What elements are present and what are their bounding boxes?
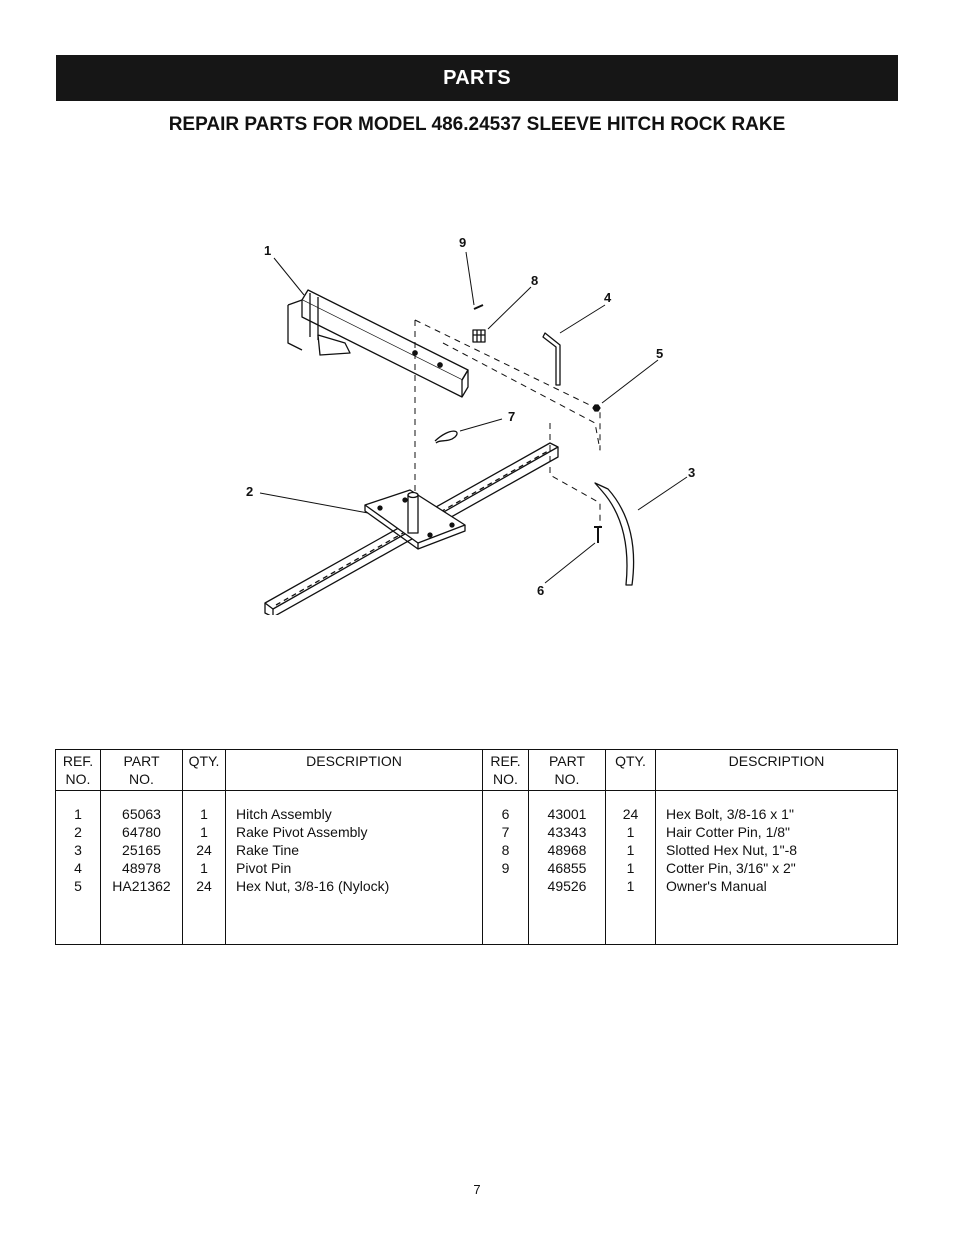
slotted-hex-nut-drawing: [472, 329, 486, 343]
page-subtitle: REPAIR PARTS FOR MODEL 486.24537 SLEEVE …: [168, 114, 786, 135]
part-cell: 43001: [547, 806, 587, 822]
ref-cell: 6: [501, 806, 510, 822]
qty-cell: 1: [200, 860, 208, 876]
part-cell: 46855: [547, 860, 587, 876]
section-header: PARTS: [56, 55, 898, 101]
qty-cell: 1: [626, 878, 635, 894]
desc-cell: Hitch Assembly: [236, 806, 332, 822]
rake-pivot-assembly-drawing: [264, 442, 559, 615]
desc-cell: Hex Bolt, 3/8-16 x 1": [666, 806, 794, 822]
pivot-pin-drawing: [542, 332, 561, 386]
rake-tine-drawing: [594, 482, 635, 586]
qty-cell: 24: [196, 842, 212, 858]
assembly-guide-lines: [414, 319, 601, 527]
desc-cell: Hex Nut, 3/8-16 (Nylock): [236, 878, 390, 894]
section-title: PARTS: [443, 66, 511, 89]
qty-cell: 1: [200, 824, 208, 840]
part-cell: 65063: [122, 806, 161, 822]
ref-cell: 3: [74, 842, 82, 858]
ref-column-right: REF.NO. 6 7 8 9: [483, 750, 529, 944]
callout-4: 4: [604, 290, 612, 305]
qty-cell: 1: [626, 824, 635, 840]
qty-header: QTY.: [606, 750, 655, 791]
ref-cell: 4: [74, 860, 82, 876]
qty-cell: 1: [200, 806, 208, 822]
desc-cell: Hair Cotter Pin, 1/8": [666, 824, 791, 840]
desc-cell: Pivot Pin: [236, 860, 292, 876]
callout-leaders: [259, 251, 688, 584]
ref-cell: 8: [501, 842, 510, 858]
qty-cell: 24: [622, 806, 639, 822]
hitch-assembly-drawing: [287, 289, 469, 398]
desc-cell: Cotter Pin, 3/16" x 2": [666, 860, 796, 876]
part-cell: 43343: [547, 824, 587, 840]
ref-cell: 5: [74, 878, 82, 894]
callout-6: 6: [537, 583, 544, 598]
desc-column-right: DESCRIPTION Hex Bolt, 3/8-16 x 1" Hair C…: [656, 750, 897, 944]
qty-cell: 24: [196, 878, 212, 894]
desc-cell: Slotted Hex Nut, 1"-8: [666, 842, 798, 858]
callout-8: 8: [531, 273, 538, 288]
ref-cell: 2: [74, 824, 82, 840]
desc-cell: Rake Tine: [236, 842, 300, 858]
hair-cotter-pin-drawing: [434, 430, 458, 444]
exploded-parts-diagram: 1 2 3 4 5 6 7 8 9: [246, 235, 695, 615]
qty-cell: 1: [626, 842, 635, 858]
ref-cell: 9: [501, 860, 510, 876]
callout-7: 7: [508, 409, 515, 424]
desc-header: DESCRIPTION: [656, 750, 897, 791]
qty-cell: 1: [626, 860, 635, 876]
desc-column-left: DESCRIPTION Hitch Assembly Rake Pivot As…: [226, 750, 483, 944]
desc-cell: Owner's Manual: [666, 878, 767, 894]
qty-column-right: QTY. 24 1 1 1 1: [606, 750, 656, 944]
cotter-pin-drawing: [473, 304, 484, 310]
qty-header: QTY.: [183, 750, 225, 791]
ref-cell: 1: [74, 806, 82, 822]
part-cell: 49526: [547, 878, 587, 894]
page-number: 7: [473, 1182, 481, 1197]
part-cell: 64780: [122, 824, 161, 840]
qty-column-left: QTY. 1 1 24 1 24: [183, 750, 226, 944]
part-cell: 48978: [122, 860, 161, 876]
part-cell: 48968: [547, 842, 587, 858]
part-cell: HA21362: [112, 878, 171, 894]
ref-cell: 7: [501, 824, 510, 840]
desc-cell: Rake Pivot Assembly: [236, 824, 368, 840]
callout-9: 9: [459, 235, 466, 250]
callout-1: 1: [264, 243, 271, 258]
callout-5: 5: [656, 346, 663, 361]
ref-header: REF.NO.: [56, 750, 100, 791]
desc-header: DESCRIPTION: [226, 750, 482, 791]
callout-3: 3: [688, 465, 695, 480]
callout-2: 2: [246, 484, 253, 499]
ref-header: REF.NO.: [483, 750, 528, 791]
hex-bolt-drawing: [594, 526, 602, 543]
ref-column-left: REF.NO. 1 2 3 4 5: [56, 750, 101, 944]
part-cell: 25165: [122, 842, 161, 858]
